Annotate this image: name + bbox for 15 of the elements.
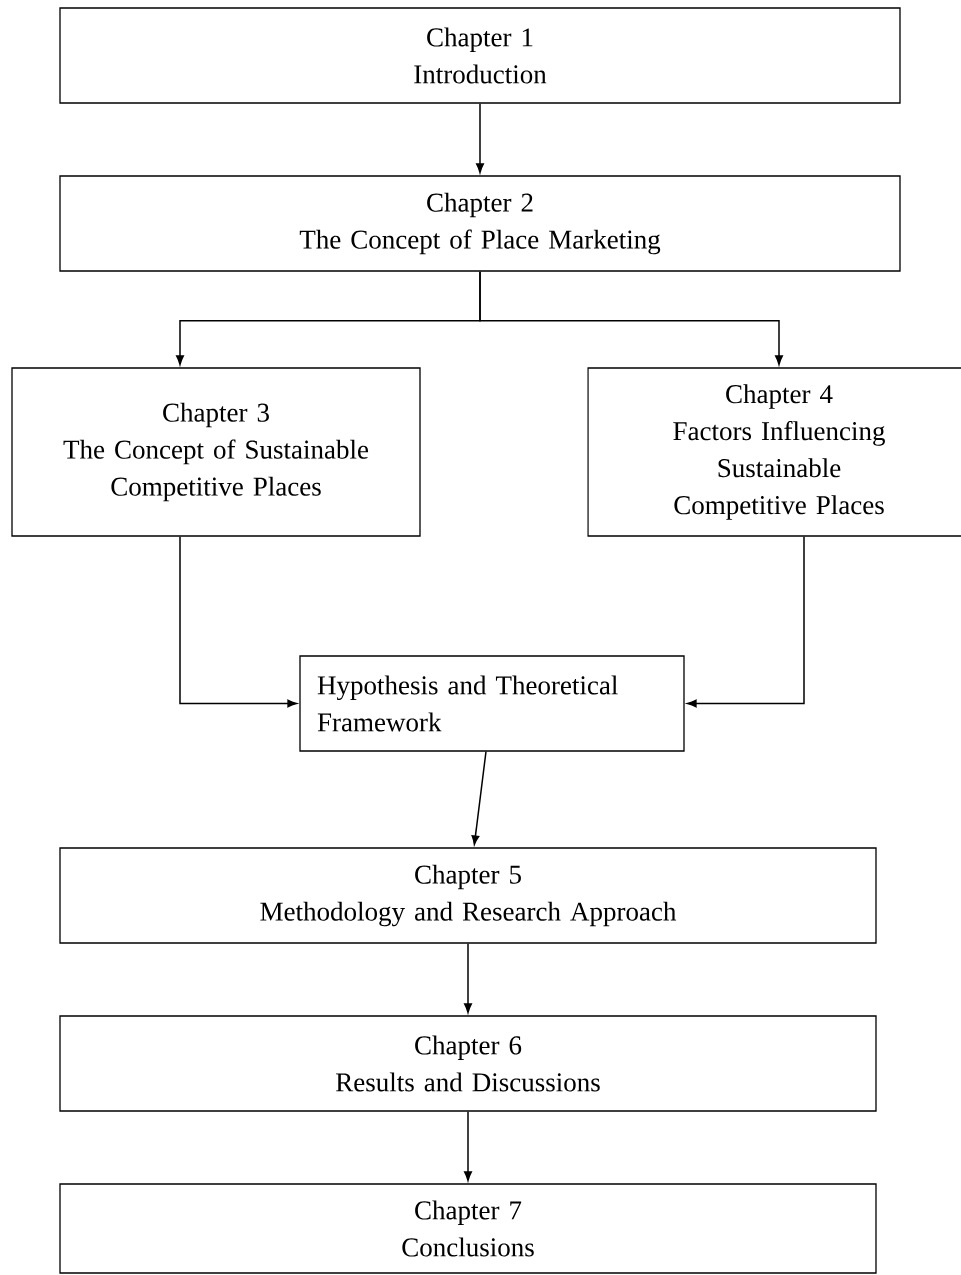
arrow [471, 750, 487, 846]
chapter-box: Chapter 3 The Concept of Sustainable Competitive Places [11, 367, 421, 537]
chapter-box: Chapter 6 Results and Discussions [59, 1015, 877, 1112]
chapter-box: Chapter 2 The Concept of Place Marketing [59, 175, 901, 272]
arrow [464, 942, 472, 1013]
arrow [476, 102, 484, 173]
arrow [687, 535, 805, 708]
chapter-box: Chapter 5 Methodology and Research Approach [59, 847, 877, 944]
chapter-box: Chapter 4 Factors Influencing Sustainable Competitive Places [587, 367, 961, 537]
arrow [479, 270, 783, 365]
arrow [464, 1110, 472, 1181]
chapter-box: Chapter 1 Introduction [59, 7, 901, 104]
chapter-box: Hypothesis and Theoretical Framework [299, 655, 685, 752]
arrow [179, 535, 297, 708]
chapter-box: Chapter 7 Conclusions [59, 1183, 877, 1274]
